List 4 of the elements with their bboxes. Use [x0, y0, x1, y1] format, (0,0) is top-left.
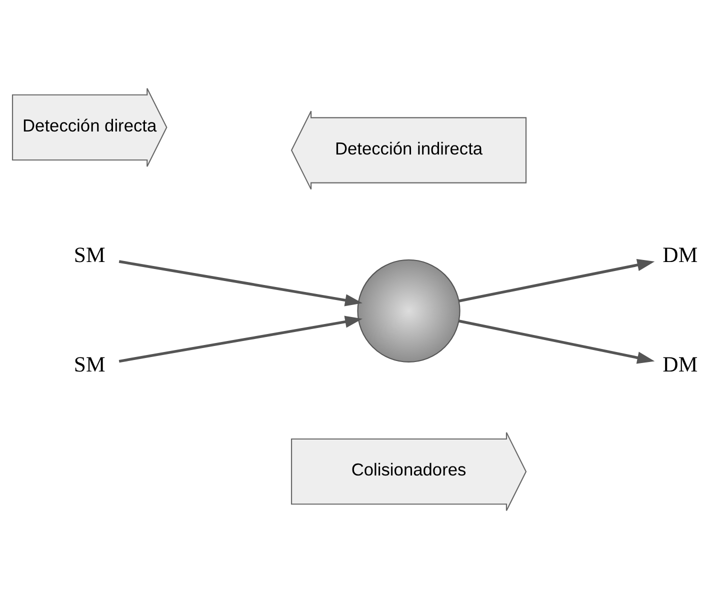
node-text: SM [74, 352, 106, 377]
node-text: SM [74, 243, 106, 268]
node-text: DM [662, 243, 698, 268]
node-text: DM [662, 352, 698, 377]
